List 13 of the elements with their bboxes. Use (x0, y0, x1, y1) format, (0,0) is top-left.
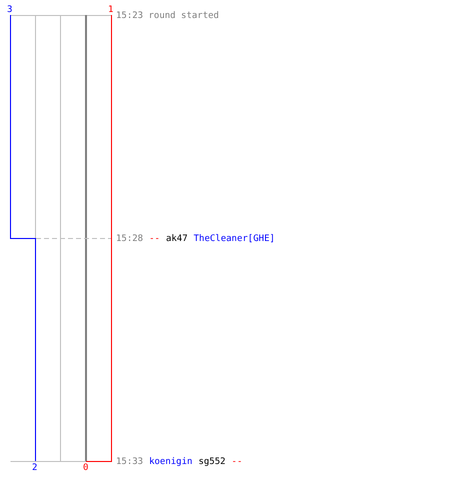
count-number: 2 (32, 463, 38, 473)
event-time: 15:33 (116, 457, 144, 467)
event-marker: -- (149, 234, 160, 244)
event-text: 15:23 round started (116, 11, 219, 21)
count-number: 0 (83, 463, 88, 473)
player-name: TheCleaner[GHE] (194, 234, 275, 244)
event-time: 15:28 (116, 234, 144, 244)
count-number: 3 (7, 5, 12, 15)
weapon-name: sg552 (198, 457, 226, 467)
player-name: koenigin (149, 457, 192, 467)
count-number: 1 (108, 5, 114, 15)
weapon-name: ak47 (166, 234, 188, 244)
event-marker: -- (232, 457, 242, 467)
